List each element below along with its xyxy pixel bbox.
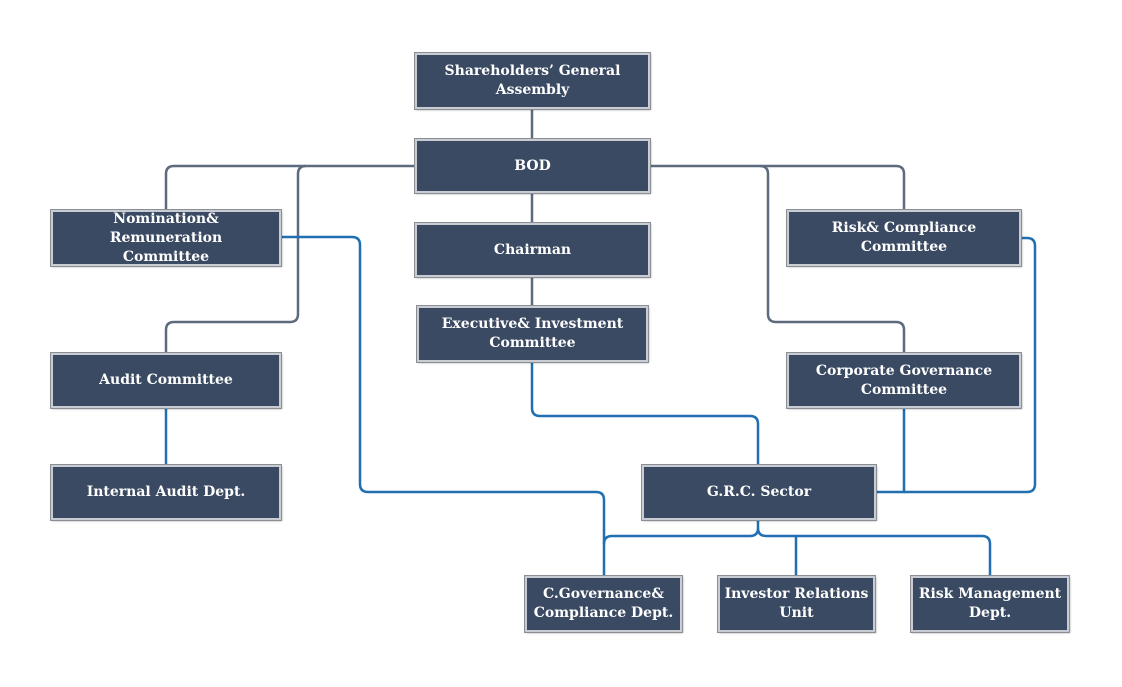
line-bod-corp-gov: [759, 164, 906, 353]
exec-invest-label: Executive& Investment Committee: [441, 316, 624, 351]
investor-relations-unit-box: Investor Relations Unit: [717, 575, 876, 633]
line-grc-departments: [602, 520, 992, 576]
shareholders-label: Shareholders’ General Assembly: [444, 63, 621, 98]
bod-label: BOD: [514, 157, 551, 174]
nomination-label: Nomination& Remuneration Committee: [109, 210, 223, 265]
corporate-governance-committee-box: Corporate Governance Committee: [786, 352, 1022, 409]
risk-management-label: Risk Management Dept.: [918, 586, 1062, 621]
cgov-compliance-label: C.Governance& Compliance Dept.: [533, 586, 674, 621]
audit-committee-box: Audit Committee: [50, 352, 282, 409]
line-risk-grc: [904, 236, 1037, 494]
line-bod-risk-committee: [650, 164, 906, 210]
line-nomination-cgov: [281, 235, 606, 576]
chairman-label: Chairman: [493, 241, 572, 258]
nomination-remuneration-committee-box: Nomination& Remuneration Committee: [50, 209, 282, 267]
internal-audit-dept-box: Internal Audit Dept.: [50, 464, 282, 521]
line-exec-grc: [530, 362, 760, 465]
line-bod-nomination: [164, 164, 416, 210]
risk-compliance-label: Risk& Compliance Committee: [831, 220, 977, 255]
bod-box: BOD: [414, 138, 651, 194]
audit-committee-label: Audit Committee: [99, 372, 233, 388]
shareholders-general-assembly-box: Shareholders’ General Assembly: [414, 52, 651, 110]
line-corpgov-grc: [876, 408, 906, 494]
grc-sector-box: G.R.C. Sector: [641, 464, 877, 521]
internal-audit-label: Internal Audit Dept.: [86, 484, 246, 500]
risk-management-dept-box: Risk Management Dept.: [910, 575, 1070, 633]
chairman-box: Chairman: [414, 222, 651, 278]
investor-relations-label: Investor Relations Unit: [724, 586, 869, 621]
corp-gov-label: Corporate Governance Committee: [815, 362, 993, 398]
cgov-compliance-dept-box: C.Governance& Compliance Dept.: [524, 575, 683, 633]
grc-label: G.R.C. Sector: [706, 484, 812, 500]
risk-compliance-committee-box: Risk& Compliance Committee: [786, 209, 1022, 267]
line-bod-audit: [164, 164, 307, 353]
executive-investment-committee-box: Executive& Investment Committee: [416, 305, 649, 363]
